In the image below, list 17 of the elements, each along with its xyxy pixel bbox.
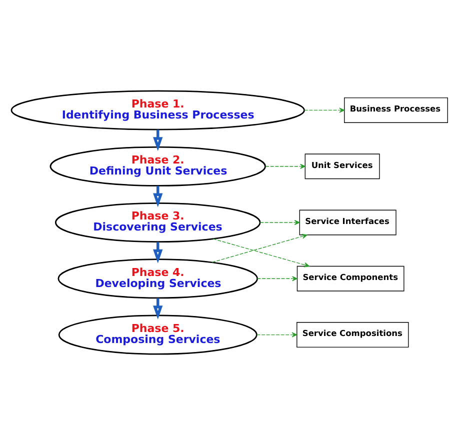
node-box: Service Interfaces <box>299 209 396 235</box>
node-box: Service Compositions <box>296 322 409 348</box>
node-box: Service Components <box>296 265 404 291</box>
arrow <box>212 233 308 262</box>
node-ellipse: Phase 2. Defining Unit Services <box>50 146 266 186</box>
arrow <box>212 238 310 267</box>
node-ellipse: Phase 1. Identifying Business Processes <box>10 90 305 130</box>
arrow <box>304 107 345 112</box>
arrow <box>256 332 298 337</box>
node-box: Unit Services <box>304 153 380 179</box>
arrow <box>256 276 298 281</box>
arrow <box>265 163 306 168</box>
node-ellipse: Phase 3. Discovering Services <box>54 202 261 242</box>
node-ellipse: Phase 5. Composing Services <box>58 314 258 354</box>
node-box: Business Processes <box>344 96 448 122</box>
arrow <box>260 219 300 225</box>
node-ellipse: Phase 4. Developing Services <box>58 258 258 298</box>
